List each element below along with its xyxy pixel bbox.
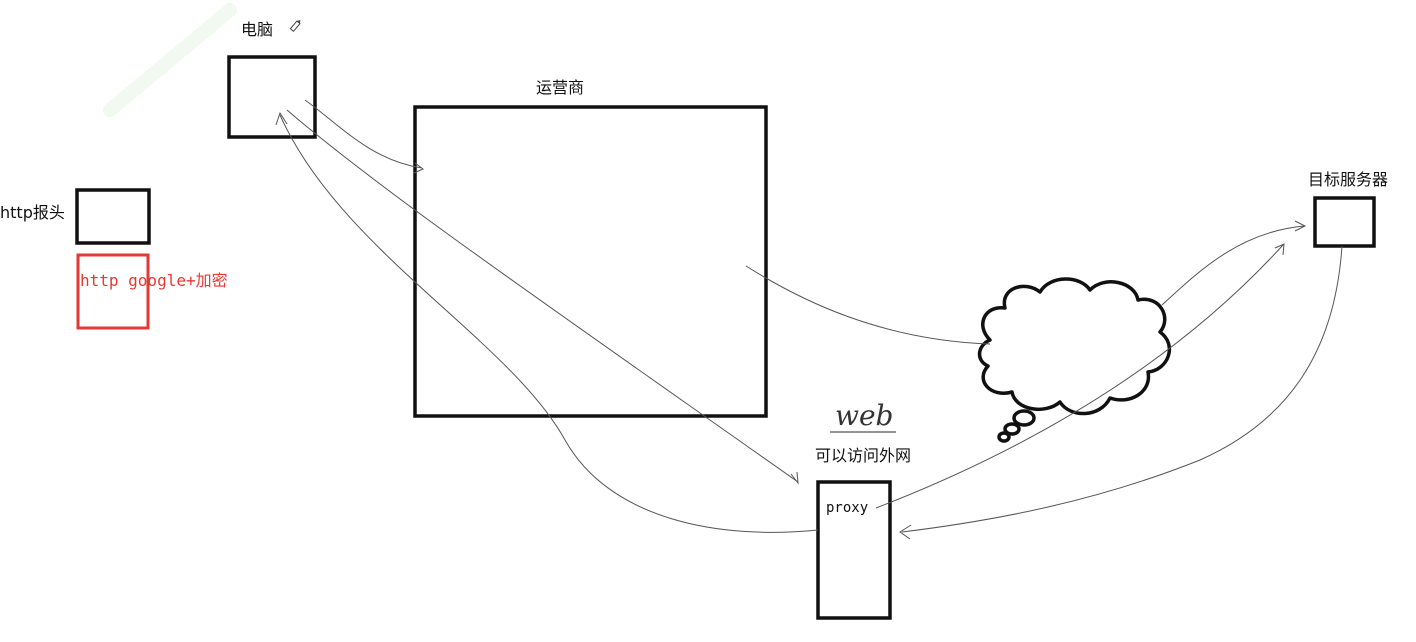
http-google-encrypt-box: [76, 253, 150, 330]
proxy-label: proxy: [826, 500, 868, 516]
computer-label: 电脑: [241, 20, 273, 39]
http-google-encrypt-label: http google+加密: [80, 271, 228, 290]
connection-lines: [275, 99, 1343, 540]
http-header-box: [75, 188, 151, 245]
carrier-label: 运营商: [536, 78, 584, 97]
cloud-icon: [977, 277, 1172, 443]
curve-proxy-to-server: [875, 244, 1284, 509]
arrow-head: [1274, 243, 1285, 256]
web-label: web: [835, 399, 893, 432]
curve-carrier-to-cloud: [745, 265, 991, 345]
curve-server-to-proxy: [901, 245, 1343, 533]
arrow-head: [413, 162, 424, 174]
curve-proxy-to-computer: [279, 114, 819, 533]
http-header-label: http报头: [0, 203, 65, 222]
can-access-external-label: 可以访问外网: [815, 446, 911, 465]
proxy-box: [816, 480, 892, 620]
watermark: [103, 3, 237, 117]
carrier-box: [413, 105, 768, 418]
curve-cloud-to-server: [1161, 225, 1305, 306]
target-server-label: 目标服务器: [1308, 170, 1388, 189]
arrow-head: [275, 111, 288, 126]
pencil-icon: [289, 20, 301, 32]
arrow-head: [899, 524, 912, 540]
arrow-head: [1294, 220, 1307, 232]
target-server-box: [1313, 196, 1376, 248]
computer-box: [227, 55, 317, 139]
curve-computer-to-proxy: [286, 109, 799, 483]
curve-computer-to-carrier: [304, 99, 423, 169]
arrow-head: [790, 471, 799, 485]
